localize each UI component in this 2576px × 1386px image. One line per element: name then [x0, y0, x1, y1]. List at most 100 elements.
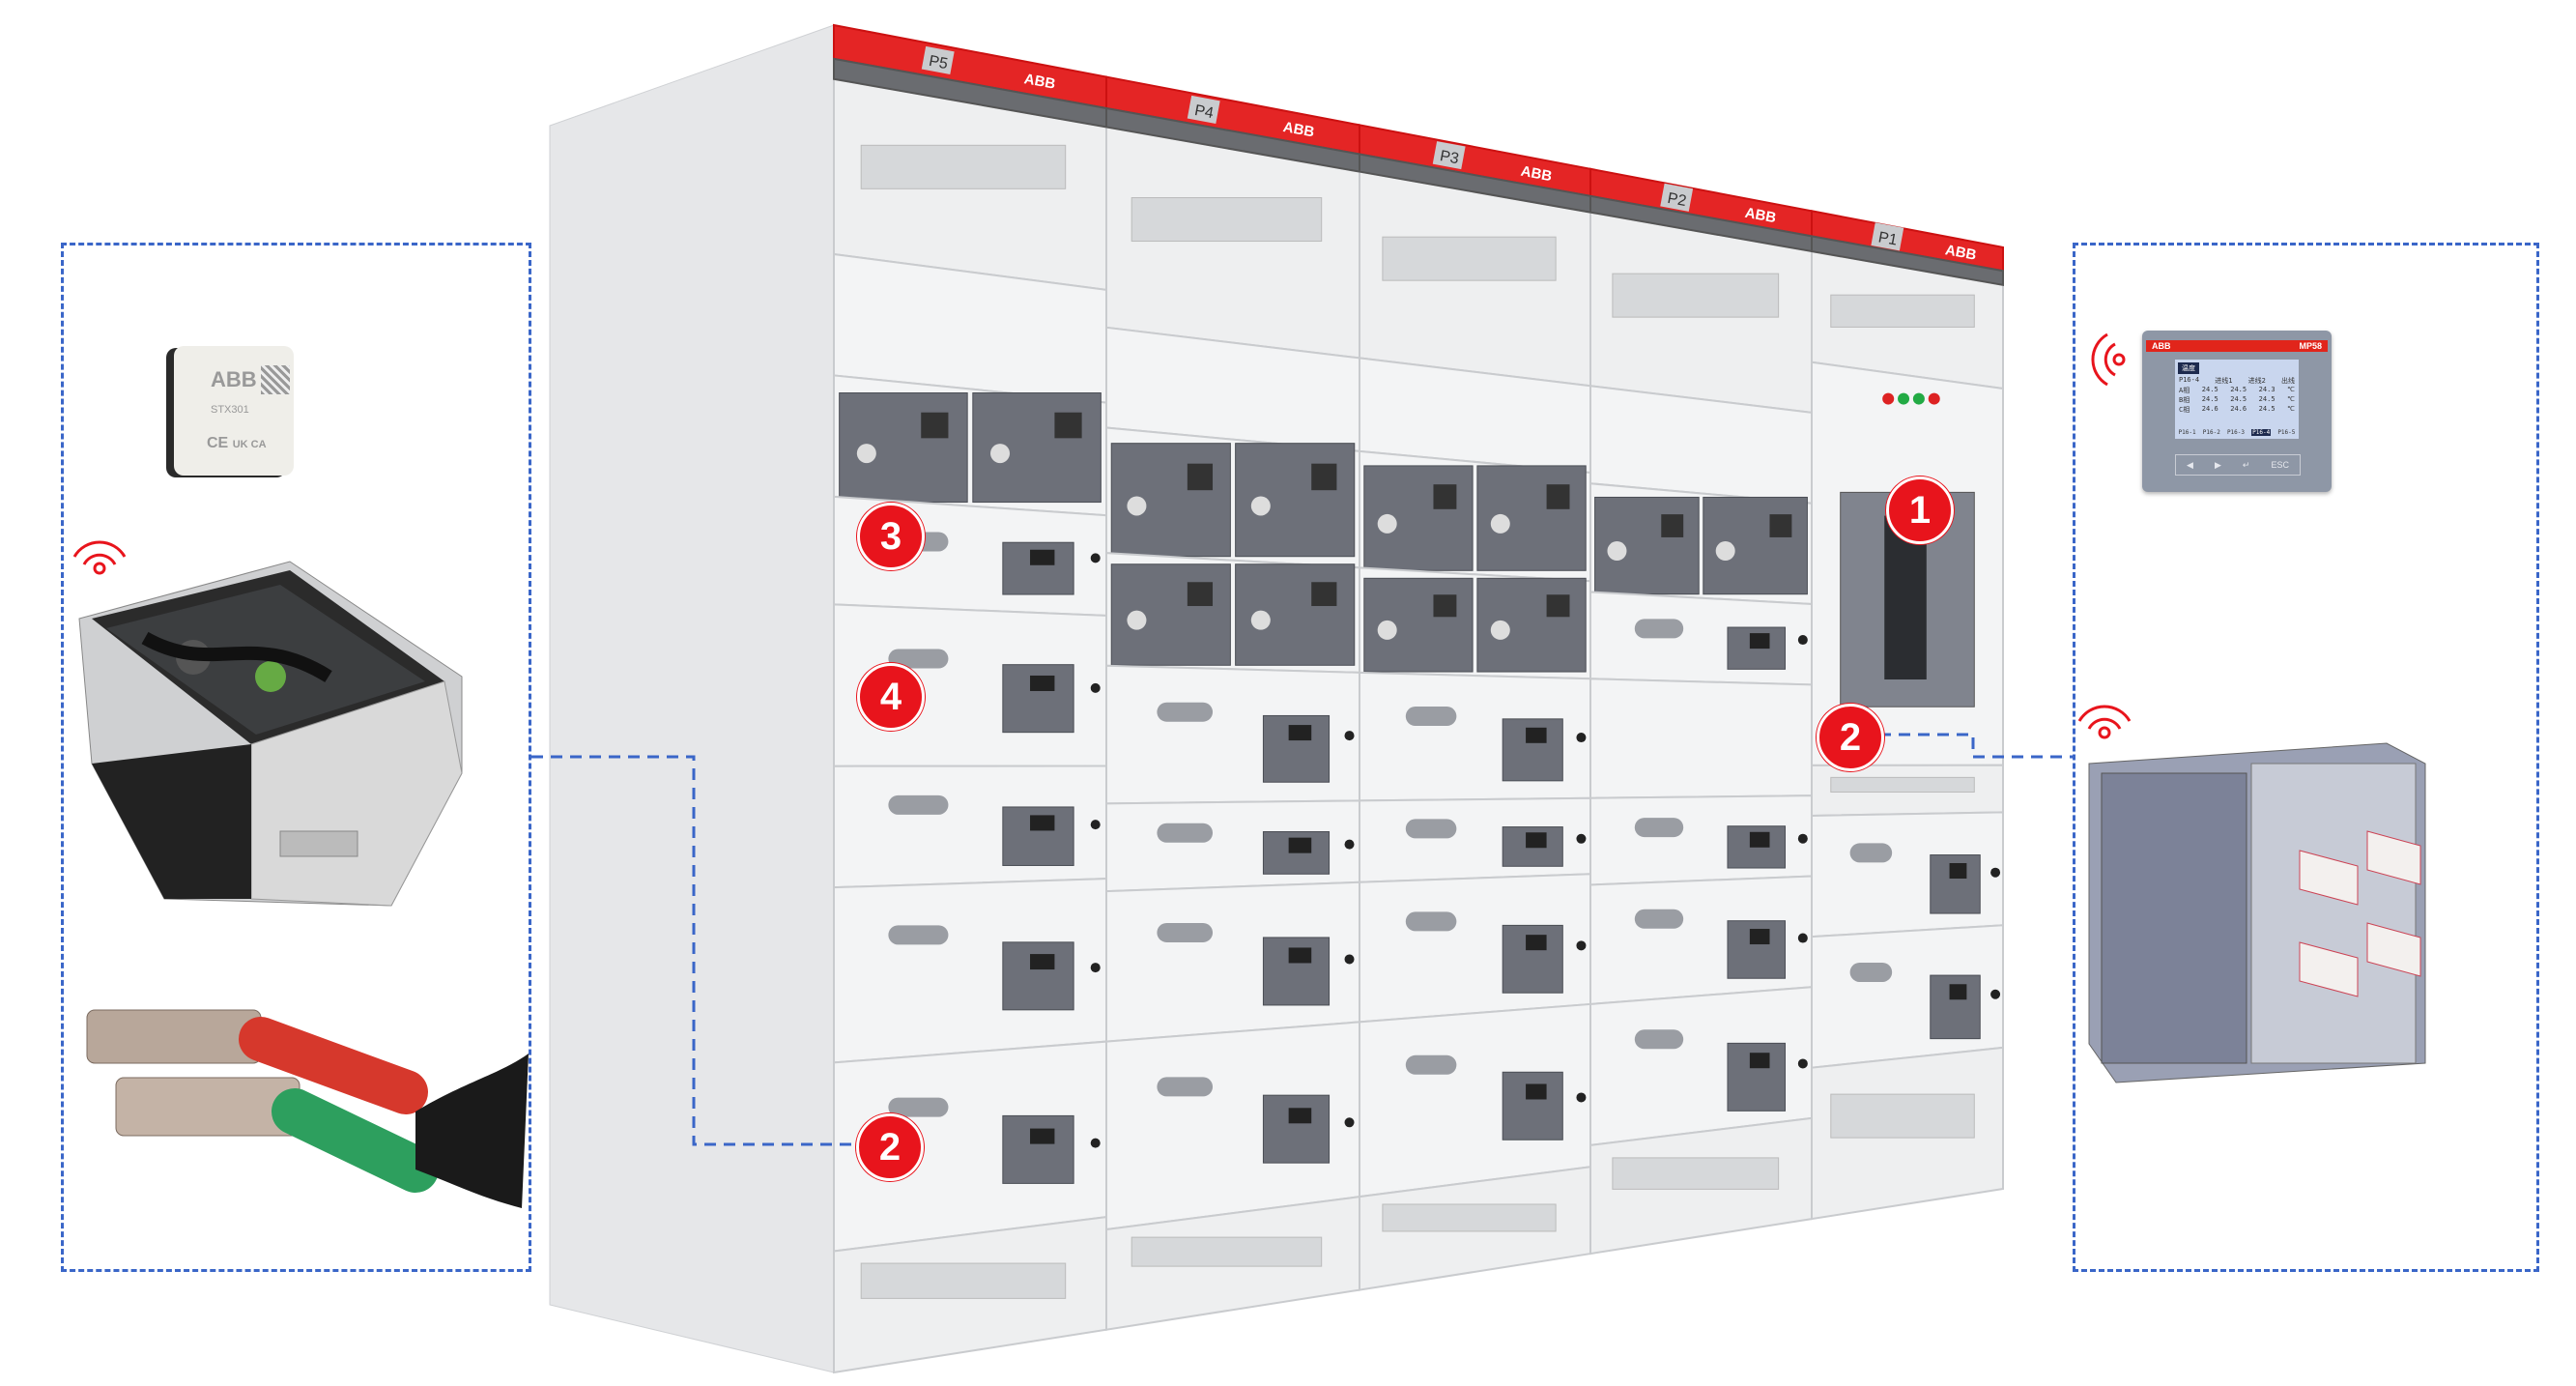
left-components-frame	[61, 243, 531, 1272]
screen-tab: P16-2	[2202, 429, 2220, 436]
drawer-handle	[1634, 818, 1684, 838]
drawer-meter-display	[1526, 727, 1547, 743]
product-images	[78, 561, 2426, 1208]
drawer-meter-display	[1749, 633, 1770, 650]
module-handle	[1250, 496, 1271, 516]
panel-label: P3	[1439, 148, 1460, 167]
drawer-meter-display	[1749, 1053, 1770, 1069]
module-meter-display	[1661, 514, 1684, 537]
ventilation-grille	[1131, 1236, 1323, 1267]
smart-module-image	[78, 561, 463, 907]
module-handle	[1127, 610, 1147, 630]
ventilation-grille	[860, 1262, 1067, 1299]
module-handle	[1127, 496, 1147, 516]
cabinet-side-panel	[549, 24, 835, 1373]
drawer-lock	[1090, 820, 1101, 830]
module-meter-display	[1187, 463, 1214, 491]
module-handle	[856, 444, 876, 464]
module-handle	[1250, 610, 1271, 630]
drawer-lock	[1990, 867, 2001, 878]
top-rail	[1811, 235, 2004, 287]
ventilation-grille	[1830, 1093, 1975, 1139]
indicator-light	[1912, 392, 1925, 405]
module-meter-display	[1546, 594, 1570, 618]
ventilation-grille	[1612, 1157, 1780, 1190]
panel-label: P5	[928, 53, 949, 72]
drawer-handle	[1157, 823, 1214, 843]
drawer-lock	[1576, 733, 1587, 743]
screen-tab-selected: P16-4	[2251, 429, 2272, 436]
drawer-lock	[1344, 839, 1355, 850]
screen-header: 温度	[2178, 362, 2199, 374]
drawer-control-unit	[1262, 1094, 1331, 1164]
panel-brand-logo: ABB	[1282, 119, 1316, 141]
drawer-control-unit	[1002, 1114, 1074, 1184]
drawer-lock	[1344, 731, 1355, 741]
module-handle	[1607, 541, 1627, 562]
ventilation-grille	[1382, 236, 1557, 281]
drawer-meter-display	[1288, 837, 1312, 853]
callout-2-busbar: 2	[856, 1113, 924, 1181]
drawer-meter-display	[1526, 935, 1547, 951]
left-connector-line	[531, 755, 856, 1146]
panel-label-plate	[1432, 141, 1466, 170]
drawer-lock	[1576, 1092, 1587, 1103]
drawer-meter-display	[1749, 929, 1770, 945]
drawer-handle	[888, 649, 949, 669]
cabinet-blank-compartment	[1589, 678, 1813, 799]
drawer-lock	[1797, 635, 1808, 646]
stx301-sensor-image: ABB STX301 CE UK CA	[162, 338, 298, 482]
module-handle	[1715, 541, 1735, 562]
module-meter-display	[1433, 594, 1457, 618]
ventilation-grille	[860, 144, 1067, 189]
drawer-lock	[1090, 682, 1101, 693]
screen-tab: P16-3	[2226, 429, 2245, 436]
drawer-meter-display	[1949, 984, 1967, 1000]
sensor-model: STX301	[211, 404, 249, 416]
drawer-handle	[1405, 707, 1457, 727]
module-handle	[1490, 513, 1510, 534]
right-connector-line	[1879, 733, 2073, 759]
drawer-handle	[1405, 1054, 1457, 1075]
drawer-meter-display	[1526, 832, 1547, 849]
drawer-lock	[1090, 1138, 1101, 1148]
drawer-lock	[1797, 933, 1808, 943]
wireless-signal-icon	[72, 540, 127, 575]
busbar-connector-image	[86, 1009, 529, 1208]
drawer-lock	[1797, 1058, 1808, 1069]
screen-tab: P16-5	[2277, 429, 2296, 436]
mcc-module	[839, 392, 968, 504]
module-meter-display	[1054, 412, 1082, 439]
breaker-terminal	[2366, 830, 2421, 885]
breaker-terminal	[2299, 850, 2359, 906]
right-key: ▶	[2214, 459, 2221, 470]
module-meter-display	[1769, 514, 1792, 537]
drawer-handle	[1634, 619, 1684, 639]
screen-tabs: P16-1 P16-2 P16-3 P16-4 P16-5	[2175, 429, 2299, 436]
module-handle	[1377, 513, 1397, 534]
drawer-handle	[888, 794, 949, 815]
drawer-meter-display	[1749, 831, 1770, 848]
module-handle	[1490, 620, 1510, 640]
panel-brand-logo: ABB	[1519, 163, 1553, 186]
drawer-lock	[1990, 989, 2001, 999]
drawer-handle	[1634, 909, 1684, 929]
module-meter-display	[1546, 484, 1570, 509]
indicator-light	[1928, 392, 1940, 405]
breaker-terminal	[2299, 941, 2359, 997]
panel-brand-logo: ABB	[1023, 71, 1057, 93]
panel-label: P1	[1876, 229, 1898, 248]
drawer-meter-display	[1030, 815, 1055, 831]
drawer-meter-display	[1288, 947, 1312, 964]
connector-lines	[531, 733, 2073, 1146]
drawer-lock	[1797, 833, 1808, 844]
drawer-handle	[1405, 911, 1457, 932]
module-meter-display	[1311, 582, 1337, 607]
breaker-terminal	[2366, 922, 2421, 977]
drawer-control-unit	[1262, 937, 1331, 1006]
